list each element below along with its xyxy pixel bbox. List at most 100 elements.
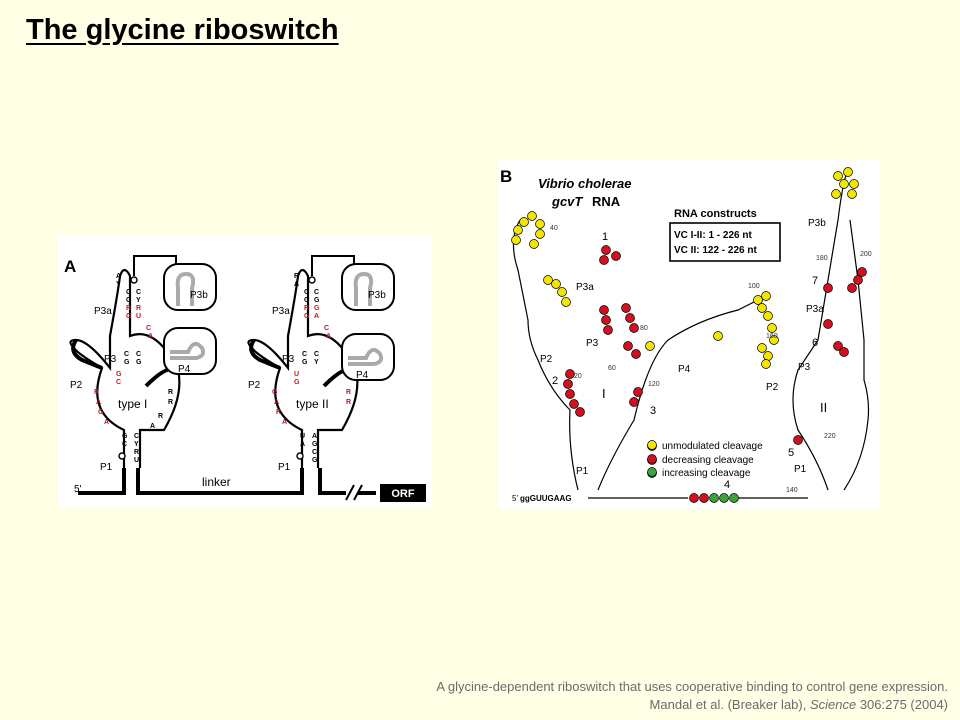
svg-text:R: R xyxy=(94,389,99,396)
position-label: 120 xyxy=(648,381,660,388)
svg-text:A: A xyxy=(116,273,121,280)
type-2-label: type II xyxy=(296,397,329,411)
domain-label: I xyxy=(602,386,606,401)
svg-text:G: G xyxy=(314,297,320,304)
svg-text:C: C xyxy=(122,441,127,448)
orf-label: ORF xyxy=(391,488,415,500)
svg-text:A: A xyxy=(312,433,317,440)
svg-text:U: U xyxy=(300,433,305,440)
site-number: 1 xyxy=(602,231,608,243)
svg-text:Y: Y xyxy=(314,359,319,366)
svg-text:R: R xyxy=(136,305,141,312)
p3-label-2: P3 xyxy=(282,354,295,365)
svg-text:C: C xyxy=(302,351,307,358)
svg-text:C: C xyxy=(136,289,141,296)
svg-text:G: G xyxy=(126,313,132,320)
position-label: 200 xyxy=(860,251,872,258)
p3a-label-b1: P3a xyxy=(576,282,594,293)
legend-swatch xyxy=(647,440,657,450)
svg-text:A: A xyxy=(326,333,331,340)
legend-increasing: increasing cleavage xyxy=(662,468,751,479)
p4-label-1: P4 xyxy=(178,364,191,375)
svg-text:U: U xyxy=(294,371,299,378)
svg-text:A: A xyxy=(96,399,101,406)
svg-text:G: G xyxy=(312,457,318,464)
five-prime-label-b: 5' xyxy=(512,494,518,503)
position-label: 40 xyxy=(550,225,558,232)
svg-text:C: C xyxy=(314,351,319,358)
svg-text:C: C xyxy=(136,351,141,358)
svg-text:G: G xyxy=(304,313,310,320)
aptamer-type-1: AY GC CY CG CG GC CY RU RG RU CA RAG A G… xyxy=(69,255,217,473)
p2-label-2: P2 xyxy=(248,380,261,391)
p3a-label-b2: P3a xyxy=(806,304,824,315)
svg-text:A: A xyxy=(274,399,279,406)
panel-b-letter: B xyxy=(500,167,512,186)
p1-label-2: P1 xyxy=(278,462,291,473)
svg-text:R: R xyxy=(346,399,351,406)
linker-label: linker xyxy=(202,475,231,489)
position-label: 180 xyxy=(816,255,828,262)
svg-text:C: C xyxy=(304,297,309,304)
panel-b-svg: B Vibrio cholerae gcvT RNA RNA construct… xyxy=(500,167,872,503)
svg-text:U: U xyxy=(134,457,139,464)
svg-text:G: G xyxy=(136,359,142,366)
svg-text:A: A xyxy=(148,333,153,340)
position-label: 140 xyxy=(786,487,798,494)
svg-text:G: G xyxy=(124,359,130,366)
constructs-title: RNA constructs xyxy=(674,208,757,220)
svg-text:C: C xyxy=(116,379,121,386)
construct-item: VC II: 122 - 226 nt xyxy=(674,245,757,256)
site-number: 2 xyxy=(552,375,558,387)
rna-backbone xyxy=(512,169,870,499)
svg-text:Y: Y xyxy=(134,441,139,448)
caption-line-2: Mandal et al. (Breaker lab), Science 306… xyxy=(650,697,948,712)
svg-text:G: G xyxy=(272,389,278,396)
svg-text:R: R xyxy=(294,273,299,280)
svg-text:R: R xyxy=(158,413,163,420)
p2-label-b1: P2 xyxy=(540,354,553,365)
svg-text:G: G xyxy=(314,305,320,312)
svg-text:C: C xyxy=(124,351,129,358)
five-prime-label-a: 5' xyxy=(74,484,82,495)
svg-text:R: R xyxy=(304,305,309,312)
p1-label-b1: P1 xyxy=(576,466,589,477)
svg-text:G: G xyxy=(126,289,132,296)
svg-text:A: A xyxy=(294,281,299,288)
p3b-label-1: P3b xyxy=(190,290,208,301)
svg-text:G: G xyxy=(302,359,308,366)
svg-text:Y: Y xyxy=(116,281,121,288)
caption-citation: 306:275 (2004) xyxy=(856,697,948,712)
svg-text:G: G xyxy=(122,433,128,440)
svg-text:C: C xyxy=(126,297,131,304)
linker-backbone xyxy=(78,468,376,495)
svg-text:A: A xyxy=(282,419,287,426)
svg-text:C: C xyxy=(134,433,139,440)
caption-authors: Mandal et al. (Breaker lab), xyxy=(649,697,810,712)
svg-text:C: C xyxy=(324,325,329,332)
aptamer-type-2: RA GC CG CG CY UA AG CG RG GA CA GAR A U… xyxy=(247,255,395,473)
site-number: 7 xyxy=(812,275,818,287)
caption-line-1: A glycine-dependent riboswitch that uses… xyxy=(436,679,948,694)
legend-swatch xyxy=(647,454,657,464)
site-number: 4 xyxy=(724,479,730,491)
orf-box xyxy=(380,484,426,502)
p3-label-b1: P3 xyxy=(586,338,599,349)
p4-label-b: P4 xyxy=(678,364,691,375)
svg-text:R: R xyxy=(168,389,173,396)
svg-text:G: G xyxy=(312,441,318,448)
position-label: 100 xyxy=(748,283,760,290)
site-number: 6 xyxy=(812,337,818,349)
svg-text:G: G xyxy=(294,379,300,386)
organism-label: Vibrio cholerae xyxy=(538,176,631,191)
leader-seq: ggGUUGAAG xyxy=(520,494,572,503)
svg-text:G: G xyxy=(304,289,310,296)
gene-label: gcvT xyxy=(551,194,583,209)
svg-text:Y: Y xyxy=(136,297,141,304)
svg-text:A: A xyxy=(104,419,109,426)
construct-item: VC I-II: 1 - 226 nt xyxy=(674,230,752,241)
svg-text:A: A xyxy=(150,423,155,430)
position-label: 20 xyxy=(574,373,582,380)
legend-decreasing: decreasing cleavage xyxy=(662,455,754,466)
